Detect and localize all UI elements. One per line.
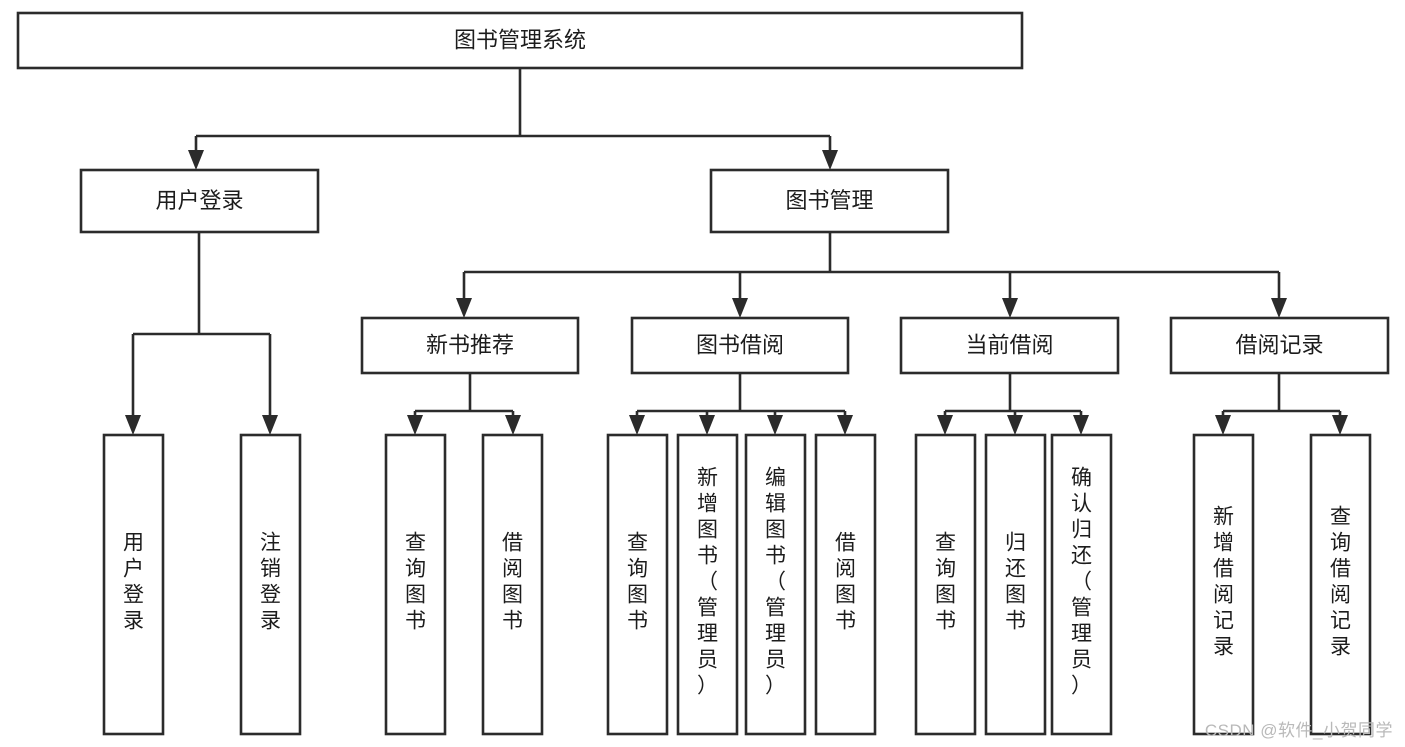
- arrow-head-icon: [1002, 298, 1018, 318]
- arrow-head-icon: [262, 415, 278, 435]
- node-leaf-return-book[interactable]: 归还图书: [984, 433, 1047, 736]
- node-box: [1192, 433, 1255, 736]
- node-box: [606, 433, 669, 736]
- node-box: [914, 433, 977, 736]
- arrow-head-icon: [1007, 415, 1023, 435]
- node-box: [984, 433, 1047, 736]
- node-box: [709, 168, 950, 234]
- node-label: 借阅记录: [1235, 332, 1323, 357]
- arrow-head-icon: [1073, 415, 1089, 435]
- node-leaf-query-book-2[interactable]: 查询图书: [606, 433, 669, 736]
- arrow-head-icon: [1271, 298, 1287, 318]
- node-book-borrow[interactable]: 图书借阅: [630, 316, 850, 375]
- node-label: 借阅图书: [835, 532, 856, 633]
- node-leaf-query-book-3[interactable]: 查询图书: [914, 433, 977, 736]
- node-leaf-confirm-return[interactable]: 确认归还（管理员）: [1050, 433, 1113, 736]
- node-label: 注销登录: [260, 532, 281, 633]
- node-box: [79, 168, 320, 234]
- node-label: 查询借阅记录: [1330, 506, 1351, 659]
- node-leaf-add-record[interactable]: 新增借阅记录: [1192, 433, 1255, 736]
- node-leaf-query-record[interactable]: 查询借阅记录: [1309, 433, 1372, 736]
- node-label: 编辑图书（管理员）: [765, 467, 786, 698]
- arrow-head-icon: [822, 150, 838, 170]
- node-box: [744, 433, 807, 736]
- arrow-head-icon: [456, 298, 472, 318]
- node-label: 借阅图书: [502, 532, 523, 633]
- node-label: 图书管理: [785, 188, 873, 213]
- node-leaf-borrow-book-1[interactable]: 借阅图书: [481, 433, 544, 736]
- arrow-head-icon: [837, 415, 853, 435]
- node-label: 确认归还（管理员）: [1071, 467, 1092, 698]
- node-root[interactable]: 图书管理系统: [16, 11, 1024, 70]
- arrow-head-icon: [188, 150, 204, 170]
- node-box: [481, 433, 544, 736]
- node-leaf-user-login[interactable]: 用户登录: [102, 433, 165, 736]
- arrow-head-icon: [732, 298, 748, 318]
- arrow-head-icon: [407, 415, 423, 435]
- node-box: [1050, 433, 1113, 736]
- node-user-login[interactable]: 用户登录: [79, 168, 320, 234]
- arrow-head-icon: [767, 415, 783, 435]
- node-box: [1169, 316, 1390, 375]
- arrow-head-icon: [505, 415, 521, 435]
- node-label: 用户登录: [123, 532, 144, 633]
- arrow-head-icon: [937, 415, 953, 435]
- arrow-head-icon: [1332, 415, 1348, 435]
- node-label: 查询图书: [935, 532, 956, 633]
- node-box: [1309, 433, 1372, 736]
- node-label: 新增借阅记录: [1213, 506, 1234, 659]
- node-leaf-add-book[interactable]: 新增图书（管理员）: [676, 433, 739, 736]
- node-layer: 图书管理系统用户登录图书管理新书推荐图书借阅当前借阅借阅记录用户登录注销登录查询…: [16, 11, 1390, 736]
- node-new-book-recommend[interactable]: 新书推荐: [360, 316, 580, 375]
- node-label: 新增图书（管理员）: [697, 467, 718, 698]
- node-box: [899, 316, 1120, 375]
- node-leaf-borrow-book-2[interactable]: 借阅图书: [814, 433, 877, 736]
- node-box: [360, 316, 580, 375]
- node-label: 查询图书: [627, 532, 648, 633]
- node-leaf-edit-book[interactable]: 编辑图书（管理员）: [744, 433, 807, 736]
- node-label: 用户登录: [155, 188, 243, 213]
- node-box: [814, 433, 877, 736]
- node-label: 归还图书: [1005, 532, 1026, 633]
- arrow-head-icon: [125, 415, 141, 435]
- node-book-manage[interactable]: 图书管理: [709, 168, 950, 234]
- node-box: [239, 433, 302, 736]
- node-label: 图书借阅: [696, 332, 784, 357]
- node-label: 图书管理系统: [454, 27, 586, 52]
- arrowhead-layer: [125, 150, 1348, 435]
- node-label: 新书推荐: [426, 332, 514, 357]
- arrow-head-icon: [1215, 415, 1231, 435]
- node-leaf-user-logout[interactable]: 注销登录: [239, 433, 302, 736]
- arrow-head-icon: [699, 415, 715, 435]
- node-current-borrow[interactable]: 当前借阅: [899, 316, 1120, 375]
- node-label: 当前借阅: [965, 332, 1053, 357]
- node-label: 查询图书: [405, 532, 426, 633]
- node-box: [16, 11, 1024, 70]
- arrow-head-icon: [629, 415, 645, 435]
- node-box: [676, 433, 739, 736]
- node-box: [630, 316, 850, 375]
- node-borrow-record[interactable]: 借阅记录: [1169, 316, 1390, 375]
- node-box: [384, 433, 447, 736]
- node-box: [102, 433, 165, 736]
- node-leaf-query-book-1[interactable]: 查询图书: [384, 433, 447, 736]
